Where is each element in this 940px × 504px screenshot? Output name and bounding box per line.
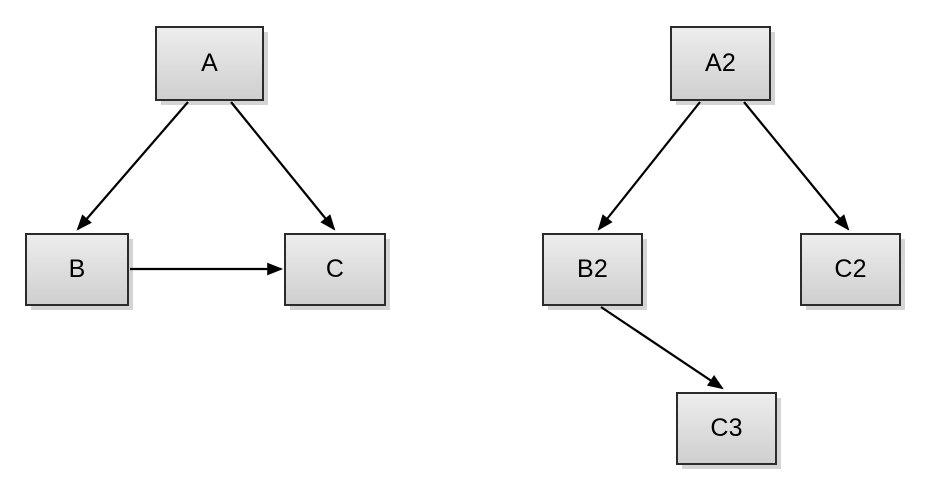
edge-line: [230, 101, 335, 230]
edge-line: [77, 101, 189, 230]
arrowhead-icon: [834, 214, 850, 231]
arrowhead-icon: [76, 214, 92, 231]
node-c[interactable]: C: [284, 233, 386, 306]
node-label: C: [325, 255, 345, 283]
edge-a2-to-c2[interactable]: [743, 101, 850, 231]
node-label: B: [68, 255, 86, 283]
edge-line: [600, 306, 723, 389]
node-a[interactable]: A: [155, 26, 264, 101]
node-label: C2: [834, 255, 867, 283]
edge-line: [598, 101, 701, 230]
arrowhead-icon: [706, 375, 724, 390]
edge-line: [743, 101, 849, 230]
edge-a-to-c[interactable]: [230, 101, 336, 231]
node-label: B2: [577, 255, 608, 283]
edge-a2-to-b2[interactable]: [597, 101, 701, 231]
node-label: A2: [705, 49, 736, 77]
node-b2[interactable]: B2: [542, 233, 643, 306]
node-label: C3: [710, 414, 743, 442]
arrowhead-icon: [267, 262, 284, 276]
edge-a-to-b[interactable]: [76, 101, 189, 231]
edge-b2-to-c3[interactable]: [600, 306, 724, 390]
node-c3[interactable]: C3: [676, 392, 777, 465]
node-a2[interactable]: A2: [670, 26, 771, 101]
arrowhead-icon: [597, 214, 613, 231]
arrowhead-icon: [320, 214, 336, 231]
node-label: A: [201, 49, 218, 77]
node-c2[interactable]: C2: [800, 233, 901, 306]
edge-b-to-c[interactable]: [130, 262, 284, 276]
node-b[interactable]: B: [25, 233, 129, 306]
